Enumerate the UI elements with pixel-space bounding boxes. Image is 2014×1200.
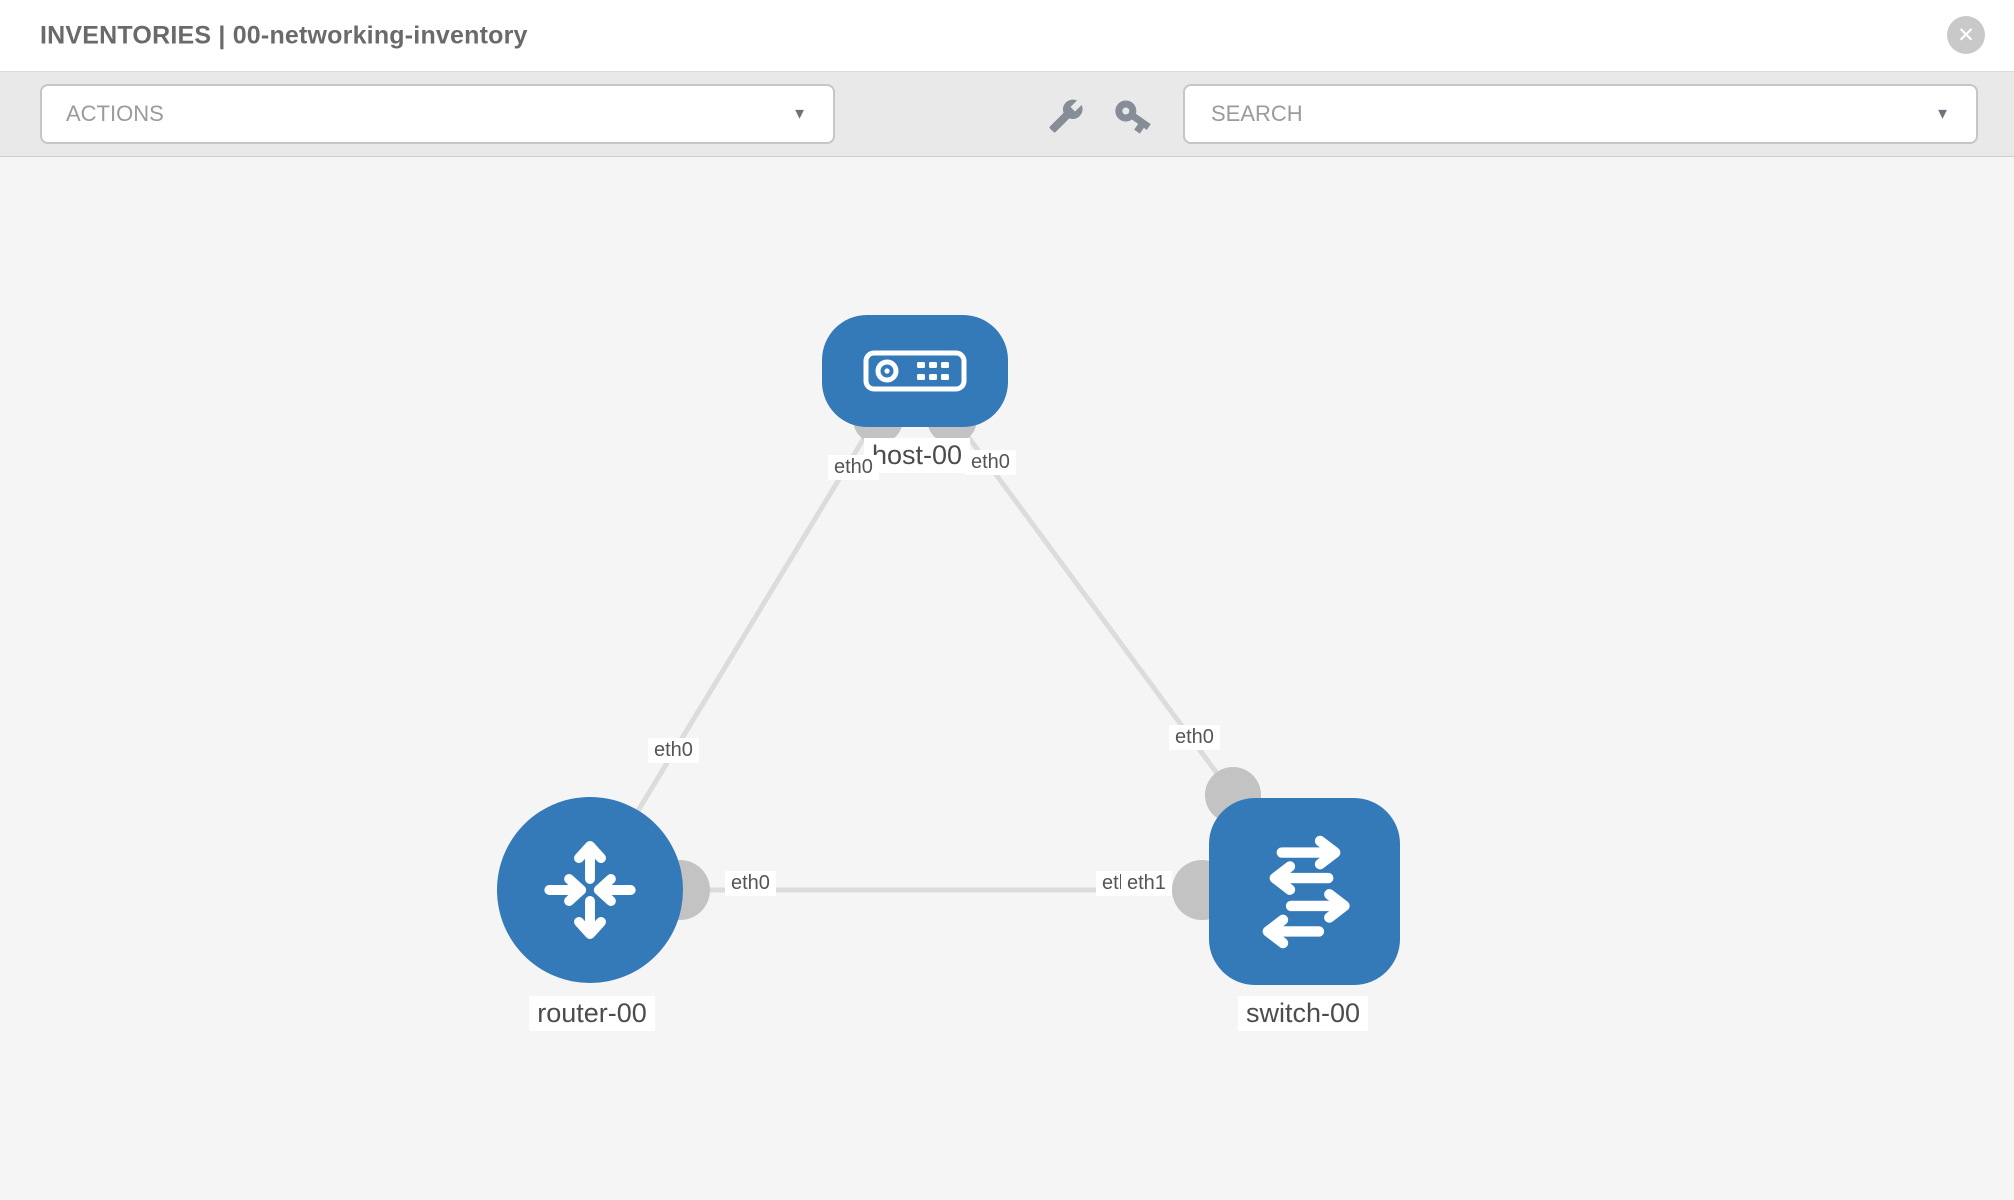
wrench-icon — [1049, 99, 1083, 133]
topology-canvas[interactable]: host-00 router-00 switch-00 eth0 eth0 et… — [0, 157, 2014, 1200]
interface-label-router-eth0-top: eth0 — [648, 738, 699, 763]
interface-label-switch-eth1: eth1 — [1121, 871, 1172, 896]
host-icon — [863, 350, 967, 392]
chevron-down-icon: ▼ — [792, 105, 807, 123]
router-icon — [544, 841, 636, 939]
interface-label-switch-eth0-top: eth0 — [1169, 725, 1220, 750]
close-icon: ✕ — [1957, 23, 1975, 47]
search-box[interactable]: ▼ — [1183, 84, 1978, 144]
key-icon — [1115, 100, 1151, 134]
node-router-label: router-00 — [529, 996, 655, 1031]
interface-label-host-eth0-left: eth0 — [828, 455, 879, 480]
interface-label-router-eth0-right: eth0 — [725, 871, 776, 896]
page-title: INVENTORIES | 00-networking-inventory — [40, 21, 528, 49]
actions-dropdown[interactable]: ACTIONS ▼ — [40, 84, 835, 144]
search-input[interactable] — [1209, 100, 1952, 128]
links-layer — [587, 394, 1305, 920]
chevron-down-icon: ▼ — [1935, 105, 1950, 123]
toolbar: ACTIONS ▼ ▼ — [0, 72, 2014, 157]
actions-label: ACTIONS — [66, 101, 164, 126]
tools-button[interactable] — [1044, 94, 1088, 138]
close-button[interactable]: ✕ — [1947, 16, 1985, 54]
node-host-label: host-00 — [863, 438, 971, 473]
page-header: INVENTORIES | 00-networking-inventory ✕ — [0, 0, 2014, 72]
credentials-button[interactable] — [1111, 94, 1155, 138]
node-switch-label: switch-00 — [1237, 996, 1369, 1031]
switch-icon — [1262, 835, 1350, 948]
node-router[interactable] — [497, 797, 683, 983]
interface-label-host-eth0-right: eth0 — [965, 450, 1016, 475]
node-host[interactable] — [822, 315, 1008, 427]
node-switch[interactable] — [1209, 798, 1400, 985]
